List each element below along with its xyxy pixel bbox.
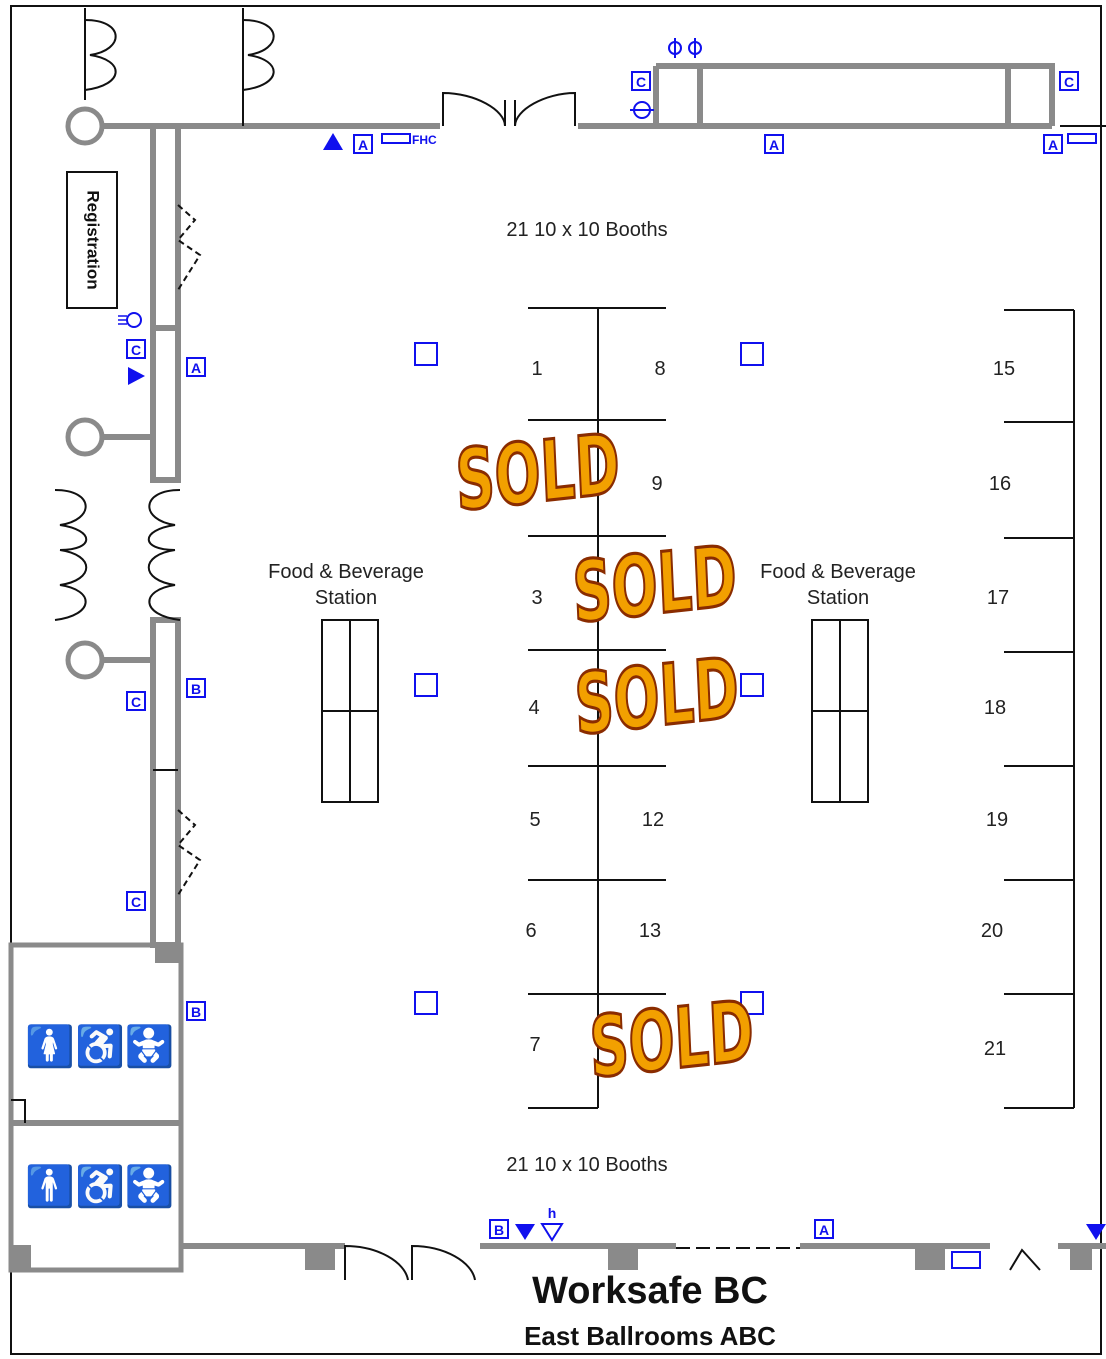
registration-sign: Registration	[66, 171, 118, 309]
svg-text:C: C	[131, 342, 141, 358]
svg-text:SOLD: SOLD	[454, 415, 622, 530]
hearing-label: h	[548, 1205, 557, 1221]
sold-stamp-booth-2: SOLD	[453, 414, 623, 531]
map-title: Worksafe BC	[532, 1270, 768, 1312]
food-table-left	[321, 619, 379, 803]
marker-a-5: A	[814, 1219, 834, 1239]
booth-number-19: 19	[986, 809, 1008, 831]
marker-a-2: A	[764, 134, 784, 154]
marker-c-2: C	[1059, 71, 1079, 91]
food-table-right	[811, 619, 869, 803]
booth-number-13: 13	[639, 920, 661, 942]
svg-text:B: B	[494, 1222, 504, 1238]
washrooms: 🚺♿🚼 🚹♿🚼	[8, 942, 184, 1273]
food-station-left-line2: Station	[315, 587, 377, 609]
svg-text:C: C	[636, 74, 646, 90]
booth-number-6: 6	[525, 920, 536, 942]
marker-a-3: A	[1043, 134, 1063, 154]
svg-text:SOLD: SOLD	[571, 527, 739, 642]
svg-text:A: A	[1048, 137, 1058, 153]
booths-caption-bottom: 21 10 x 10 Booths	[506, 1154, 667, 1176]
booth-grid	[528, 307, 1075, 1109]
booth-number-18: 18	[984, 697, 1006, 719]
svg-text:SOLD: SOLD	[573, 639, 741, 754]
svg-text:C: C	[131, 694, 141, 710]
left-wall	[54, 126, 202, 948]
top-wall	[150, 63, 1106, 129]
svg-text:C: C	[1064, 74, 1074, 90]
booth-number-5: 5	[529, 809, 540, 831]
floor-markers	[414, 342, 764, 1015]
svg-text:A: A	[358, 137, 368, 153]
sold-stamp-booth-14: SOLD	[587, 981, 757, 1098]
map-subtitle: East Ballrooms ABC	[524, 1321, 776, 1351]
booths-caption-top: 21 10 x 10 Booths	[506, 219, 667, 241]
booth-number-8: 8	[654, 358, 665, 380]
exit-symbols	[118, 38, 1106, 1269]
map-border	[10, 5, 1102, 1355]
marker-c-3: C	[126, 339, 146, 359]
svg-text:B: B	[191, 681, 201, 697]
svg-text:SOLD: SOLD	[588, 982, 756, 1097]
marker-c-4: C	[126, 691, 146, 711]
registration-label: Registration	[84, 190, 103, 289]
top-doors	[442, 91, 576, 127]
marker-b-3: B	[489, 1219, 509, 1239]
marker-c-5: C	[126, 891, 146, 911]
booth-number-1: 1	[531, 358, 542, 380]
fhc-label: FHC	[412, 133, 437, 147]
restroom-icons-lower: 🚹♿🚼	[25, 1163, 174, 1209]
booth-number-4: 4	[528, 697, 539, 719]
booth-number-12: 12	[642, 809, 664, 831]
booth-number-21: 21	[984, 1038, 1006, 1060]
svg-text:A: A	[819, 1222, 829, 1238]
booth-number-17: 17	[987, 587, 1009, 609]
marker-b-1: B	[186, 678, 206, 698]
svg-text:A: A	[191, 360, 201, 376]
booth-number-7: 7	[529, 1034, 540, 1056]
marker-b-2: B	[186, 1001, 206, 1021]
bottom-wall	[181, 1243, 1106, 1281]
booth-number-9: 9	[651, 473, 662, 495]
restroom-icons-upper: 🚺♿🚼	[25, 1023, 174, 1069]
food-station-right-line2: Station	[807, 587, 869, 609]
booth-number-16: 16	[989, 473, 1011, 495]
marker-c-1: C	[631, 71, 651, 91]
top-left-doors	[65, 8, 275, 146]
booth-number-20: 20	[981, 920, 1003, 942]
svg-text:C: C	[131, 894, 141, 910]
booth-number-15: 15	[993, 358, 1015, 380]
marker-a-4: A	[186, 357, 206, 377]
booth-number-3: 3	[531, 587, 542, 609]
food-station-left-line1: Food & Beverage	[268, 561, 424, 583]
svg-text:A: A	[769, 137, 779, 153]
sold-stamp-booth-10: SOLD	[570, 526, 740, 643]
food-station-right-line1: Food & Beverage	[760, 561, 916, 583]
sold-stamp-booth-11: SOLD	[572, 638, 742, 755]
svg-text:B: B	[191, 1004, 201, 1020]
marker-a-1: A	[353, 134, 373, 154]
